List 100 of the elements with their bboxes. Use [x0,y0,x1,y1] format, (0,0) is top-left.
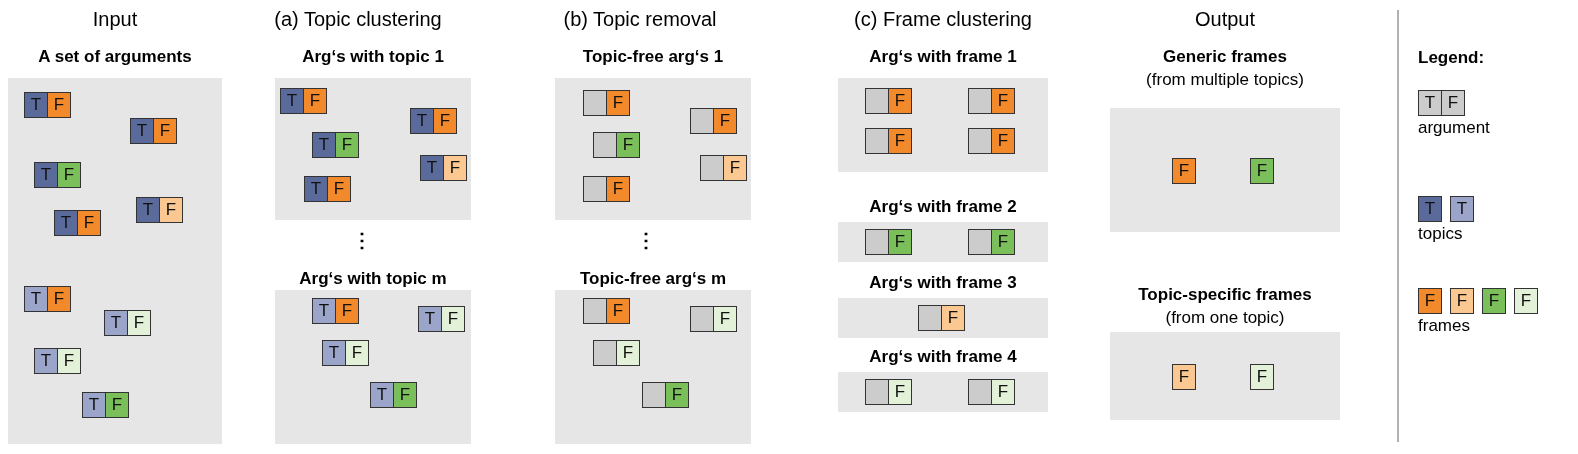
legend-label: frames [1418,316,1470,336]
tag-square: F [1441,90,1465,116]
empty-square [968,88,992,114]
tag-square: T [1450,196,1474,222]
empty-square [642,382,666,408]
empty-square [918,305,942,331]
tag-square: F [991,379,1015,405]
tag-square: F [991,88,1015,114]
tag-square: F [1250,364,1274,390]
empty-square [593,132,617,158]
column-heading: (a) Topic clustering [273,8,443,31]
tag-square: F [105,392,129,418]
tag-square: F [345,340,369,366]
tag-square: F [1514,288,1538,314]
empty-square [583,176,607,202]
tag-square: F [57,348,81,374]
tag-square: F [153,118,177,144]
tag-square: F [616,340,640,366]
tag-square: F [1250,158,1274,184]
panel-heading: Arg‘s with frame 3 [868,272,1018,294]
panel-heading: Topic-free arg‘s 1 [581,46,725,68]
panel-heading: Arg‘s with frame 4 [868,346,1018,368]
tag-square: F [1450,288,1474,314]
empty-square [593,340,617,366]
tag-square: F [335,132,359,158]
empty-square [968,379,992,405]
empty-square [583,90,607,116]
tag-square: F [335,298,359,324]
tag-square: T [136,197,160,223]
panel-heading: Arg‘s with frame 2 [868,196,1018,218]
tag-square: T [24,92,48,118]
tag-square: T [280,88,304,114]
tag-square: T [130,118,154,144]
ellipsis-mark: ⋮ [352,228,372,252]
tag-square: T [54,210,78,236]
tag-square: T [312,132,336,158]
tag-square: T [34,348,58,374]
column-heading: Input [91,8,139,31]
tag-square: F [606,90,630,116]
tag-square: F [888,128,912,154]
empty-square [583,298,607,324]
panel-heading: Arg‘s with topic m [298,268,448,290]
panel-heading: Arg‘s with frame 1 [868,46,1018,68]
panel-heading: Arg‘s with topic 1 [301,46,445,68]
tag-square: F [159,197,183,223]
tag-square: T [420,155,444,181]
tag-square: T [322,340,346,366]
tag-square: F [991,128,1015,154]
panel-subheading: (from multiple topics) [1145,69,1305,91]
tag-square: F [47,286,71,312]
tag-square: F [393,382,417,408]
column-heading: (b) Topic removal [562,8,718,31]
tag-square: F [127,310,151,336]
tag-square: T [312,298,336,324]
tag-square: F [57,162,81,188]
tag-square: F [606,298,630,324]
tag-square: F [303,88,327,114]
tag-square: T [34,162,58,188]
empty-square [690,108,714,134]
tag-square: T [1418,90,1442,116]
tag-square: F [1418,288,1442,314]
tag-square: F [723,155,747,181]
empty-square [690,306,714,332]
empty-square [865,88,889,114]
tag-square: T [1418,196,1442,222]
empty-square [865,379,889,405]
empty-square [865,128,889,154]
tag-square: F [433,108,457,134]
tag-square: F [616,132,640,158]
tag-square: T [410,108,434,134]
tag-square: F [441,306,465,332]
tag-square: F [77,210,101,236]
empty-square [700,155,724,181]
tag-square: F [888,229,912,255]
ellipsis-mark: ⋮ [636,228,656,252]
column-heading: Output [1193,8,1256,31]
panel-subheading: (from one topic) [1164,307,1286,329]
tag-square: T [370,382,394,408]
legend-label: argument [1418,118,1490,138]
panel-heading: A set of arguments [37,46,193,68]
panel-heading: Generic frames [1162,46,1288,68]
tag-square: F [665,382,689,408]
tag-square: F [443,155,467,181]
empty-square [968,128,992,154]
column-heading: (c) Frame clustering [853,8,1033,31]
empty-square [968,229,992,255]
legend-heading: Legend: [1418,48,1485,68]
tag-square: T [82,392,106,418]
tag-square: F [47,92,71,118]
empty-square [865,229,889,255]
tag-square: F [713,108,737,134]
tag-square: F [1172,364,1196,390]
tag-square: F [606,176,630,202]
tag-square: F [991,229,1015,255]
tag-square: F [1482,288,1506,314]
panel-heading: Topic-free arg‘s m [578,268,728,290]
tag-square: T [304,176,328,202]
tag-square: T [104,310,128,336]
tag-square: T [418,306,442,332]
tag-square: F [327,176,351,202]
